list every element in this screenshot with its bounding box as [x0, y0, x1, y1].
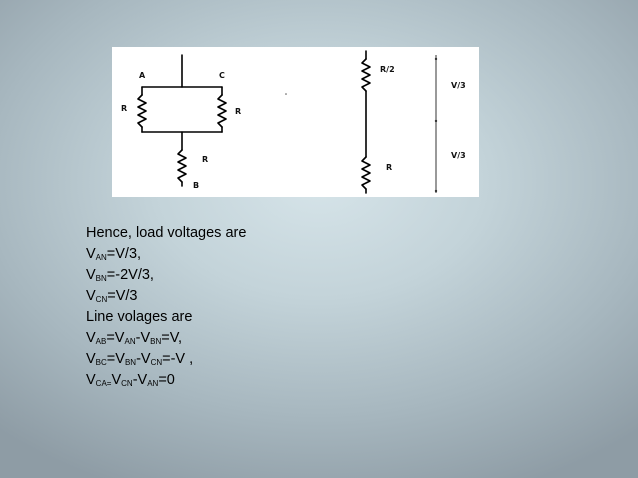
equation-part: V: [111, 372, 122, 388]
equation-rest: =V/3,: [106, 246, 142, 262]
voltage-tick-top: [434, 57, 438, 61]
v-symbol: V: [86, 351, 96, 367]
equation-v-an: VAN=V/3,: [86, 244, 386, 265]
subscript: BC: [95, 358, 107, 367]
v-symbol: V: [86, 288, 96, 304]
resistor-bottom: [177, 149, 187, 183]
equation-v-ca: VCA=VCN-VAN=0: [86, 370, 386, 391]
subscript: CA=: [95, 379, 112, 388]
equation-v-bn: VBN=-2V/3,: [86, 265, 386, 286]
resistor-right-label: R: [235, 107, 242, 116]
node-c-label: C: [219, 71, 225, 80]
subscript: AB: [95, 337, 107, 346]
equation-part: =V: [106, 330, 125, 346]
equation-rest: =V,: [161, 330, 183, 346]
resistor-bottom-series: [361, 156, 371, 190]
explanation-text: Hence, load voltages are VAN=V/3, VBN=-2…: [86, 223, 386, 391]
load-voltages-heading: Hence, load voltages are: [86, 225, 247, 241]
equation-part: =V: [106, 351, 125, 367]
voltage-tick-bottom: [434, 189, 438, 193]
resistor-top-series-label: R/2: [380, 65, 395, 74]
subscript: AN: [147, 379, 159, 388]
equation-v-ab: VAB=VAN-VBN=V,: [86, 328, 386, 349]
resistor-left: [137, 94, 147, 128]
resistor-top-series: [361, 58, 371, 92]
equation-rest: =-2V/3,: [106, 267, 154, 283]
voltage-top-label: V/3: [451, 81, 466, 90]
v-symbol: V: [86, 372, 96, 388]
voltage-bottom-label: V/3: [451, 151, 466, 160]
circuit-svg: [137, 50, 438, 194]
node-b-label: B: [193, 181, 200, 190]
voltage-tick-mid: [434, 119, 438, 123]
v-symbol: V: [86, 330, 96, 346]
equation-part: -V: [135, 330, 151, 346]
equation-rest: =-V ,: [162, 351, 194, 367]
subscript: BN: [95, 274, 107, 283]
resistor-right: [217, 94, 227, 128]
equation-v-cn: VCN=V/3: [86, 286, 386, 307]
equation-rest: =V/3: [107, 288, 138, 304]
subscript: CN: [150, 358, 163, 367]
node-a-label: A: [139, 71, 146, 80]
circuit-diagram: A C R R R B R/2 R V/3 V/3: [112, 47, 479, 197]
subscript: CN: [121, 379, 133, 388]
subscript: BN: [150, 337, 162, 346]
v-symbol: V: [86, 267, 96, 283]
subscript: AN: [124, 337, 136, 346]
stray-dot: [285, 93, 287, 95]
equation-part: -V: [132, 372, 148, 388]
subscript: BN: [124, 358, 137, 367]
subscript: AN: [95, 253, 107, 262]
subscript: CN: [95, 295, 108, 304]
v-symbol: V: [86, 246, 96, 262]
resistor-bottom-series-label: R: [386, 163, 393, 172]
equation-v-bc: VBC=VBN-VCN=-V ,: [86, 349, 386, 370]
line-voltages-heading: Line volages are: [86, 309, 193, 325]
equation-part: -V: [136, 351, 151, 367]
resistor-bottom-label: R: [202, 155, 209, 164]
resistor-left-label: R: [121, 104, 128, 113]
equation-rest: =0: [158, 372, 175, 388]
